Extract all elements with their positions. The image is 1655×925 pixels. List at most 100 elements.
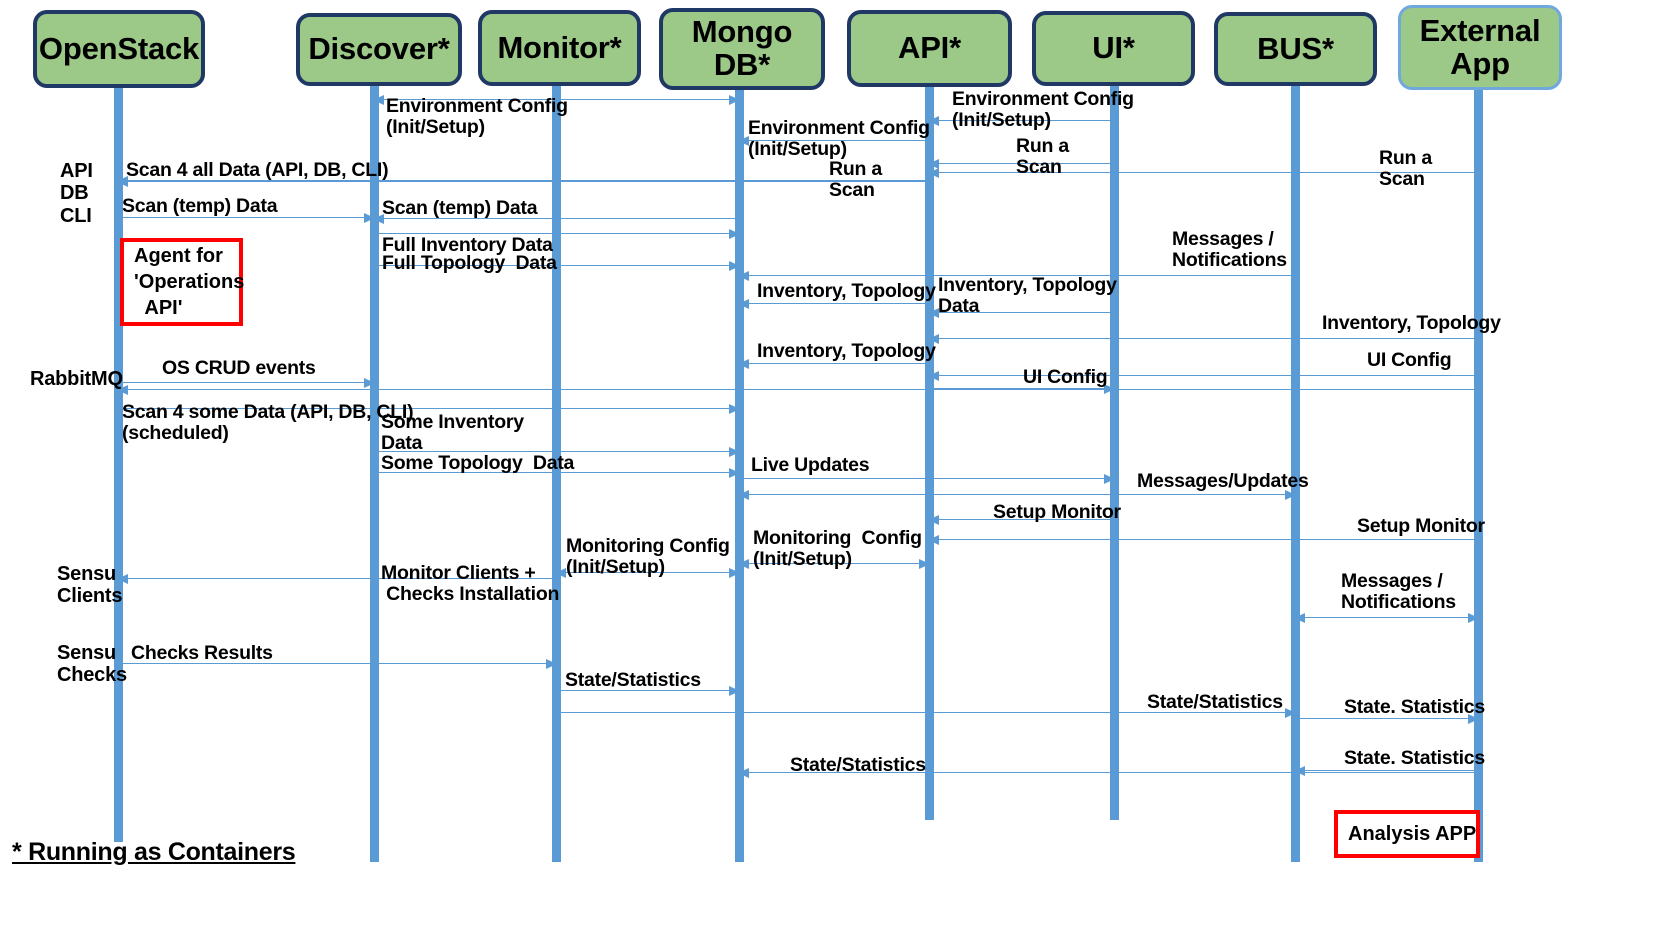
message-arrow-m12 (374, 261, 740, 271)
message-label-m22: Scan 4 some Data (API, DB, CLI) (schedul… (122, 401, 414, 445)
arrowhead-r (729, 261, 740, 271)
message-arrow-m16 (928, 334, 1478, 344)
arrowhead-r (919, 559, 930, 569)
message-arrow-m18 (928, 371, 1478, 381)
message-arrow-m28 (928, 515, 1114, 525)
message-label-m19: UI Config (1023, 366, 1108, 388)
arrowhead-r (1468, 714, 1479, 724)
message-label-m25: Live Updates (751, 454, 870, 476)
lifeline-api (925, 87, 934, 820)
arrowhead-l (738, 359, 749, 369)
message-label-m14: Inventory, Topology (757, 280, 936, 302)
message-label-m24: Some Topology Data (381, 452, 575, 474)
message-label-m12: Full Topology Data (382, 252, 557, 274)
footnote-running-as-containers: * Running as Containers (12, 838, 296, 866)
message-arrow-m31 (555, 568, 740, 578)
message-arrow-m08 (117, 177, 929, 187)
lifeline-monitor (552, 86, 561, 862)
message-label-m05: Run a Scan (1016, 135, 1069, 179)
message-label-m06: Run a Scan (1379, 147, 1432, 191)
participant-label-api: API* (898, 30, 961, 66)
arrowhead-l (738, 768, 749, 778)
message-arrow-m13 (738, 271, 1295, 281)
message-arrow-m33 (1294, 613, 1479, 623)
message-arrow-m36 (556, 708, 1296, 718)
participant-api[interactable]: API* (847, 10, 1012, 87)
callout-agent-operations-api: Agent for 'Operations API' (120, 238, 244, 326)
arrowhead-l (555, 568, 566, 578)
message-label-m23: Some Inventory Data (381, 411, 524, 455)
message-arrow-m09 (118, 213, 375, 223)
arrowhead-l (928, 159, 939, 169)
arrowhead-l (928, 168, 939, 178)
message-arrow-m15 (928, 308, 1114, 318)
arrowhead-l (117, 574, 128, 584)
lifeline-ui (1110, 86, 1119, 820)
message-label-m30: Monitoring Config (Init/Setup) (753, 527, 922, 571)
participant-label-ui: UI* (1092, 30, 1135, 66)
arrowhead-r (364, 213, 375, 223)
side-label-sensu-clients: Sensu Clients (57, 563, 123, 608)
participant-label-openstack: OpenStack (38, 30, 200, 66)
side-label-sensu-checks: Sensu Checks (57, 642, 127, 687)
lifeline-discover (370, 86, 379, 862)
message-arrow-m03 (738, 136, 929, 146)
message-arrow-m29 (928, 535, 1478, 545)
participant-openstack[interactable]: OpenStack (33, 10, 205, 88)
message-label-m11: Full Inventory Data (382, 234, 553, 256)
participant-bus[interactable]: BUS* (1214, 12, 1377, 86)
arrowhead-r (1104, 474, 1115, 484)
arrowhead-r (1285, 708, 1296, 718)
message-label-m31: Monitoring Config (Init/Setup) (566, 535, 730, 579)
arrowhead-r (729, 404, 740, 414)
message-label-m03: Environment Config (Init/Setup) (748, 117, 930, 161)
arrowhead-l (738, 299, 749, 309)
message-label-m18: UI Config (1367, 349, 1452, 371)
message-arrow-m22 (118, 404, 740, 414)
side-label-rabbitmq: RabbitMQ (30, 368, 123, 390)
participant-label-bus: BUS* (1257, 30, 1334, 66)
participant-monitor[interactable]: Monitor* (478, 10, 641, 86)
arrowhead-r (729, 447, 740, 457)
message-label-m20: OS CRUD events (162, 357, 316, 379)
message-label-m29: Setup Monitor (1357, 515, 1485, 537)
arrowhead-l (928, 116, 939, 126)
arrowhead-r (729, 95, 740, 105)
message-label-m33: Messages / Notifications (1341, 570, 1456, 614)
message-label-m16: Inventory, Topology (1322, 312, 1501, 334)
message-label-m35: State/Statistics (565, 669, 701, 691)
message-arrow-m24 (374, 468, 740, 478)
message-arrow-m39 (738, 768, 1478, 778)
arrowhead-l (117, 177, 128, 187)
message-label-m39: State/Statistics (790, 754, 926, 776)
message-label-m32: Monitor Clients + Checks Installation (381, 562, 560, 606)
arrowhead-r (1285, 490, 1296, 500)
message-arrow-m17 (738, 359, 929, 369)
message-arrow-m32 (117, 574, 556, 584)
message-label-m38: State. Statistics (1344, 747, 1485, 769)
callout-text-agent-operations-api: Agent for 'Operations API' (134, 245, 245, 319)
message-label-m04: Environment Config (Init/Setup) (952, 88, 1134, 132)
arrowhead-r (546, 659, 557, 669)
message-arrow-m04 (928, 116, 1114, 126)
participant-ui[interactable]: UI* (1032, 11, 1195, 86)
callout-text-analysis-app: Analysis APP (1348, 823, 1477, 845)
arrowhead-r (364, 378, 375, 388)
participant-external[interactable]: External App (1398, 5, 1562, 90)
lifeline-external (1474, 90, 1483, 862)
participant-label-external: External App (1419, 12, 1541, 81)
message-arrow-m30 (738, 559, 930, 569)
arrowhead-l (928, 535, 939, 545)
message-arrow-m10 (373, 214, 739, 224)
message-label-m15: Inventory, Topology Data (938, 274, 1117, 318)
message-arrow-m38 (1294, 766, 1478, 776)
message-label-m13: Messages / Notifications (1172, 228, 1287, 272)
participant-mongodb[interactable]: Mongo DB* (659, 8, 825, 90)
arrowhead-l (928, 515, 939, 525)
message-label-m28: Setup Monitor (993, 501, 1121, 523)
participant-discover[interactable]: Discover* (296, 13, 462, 86)
message-arrow-m34 (118, 659, 557, 669)
message-arrow-m05 (928, 159, 1114, 169)
message-arrow-m37 (1295, 714, 1479, 724)
